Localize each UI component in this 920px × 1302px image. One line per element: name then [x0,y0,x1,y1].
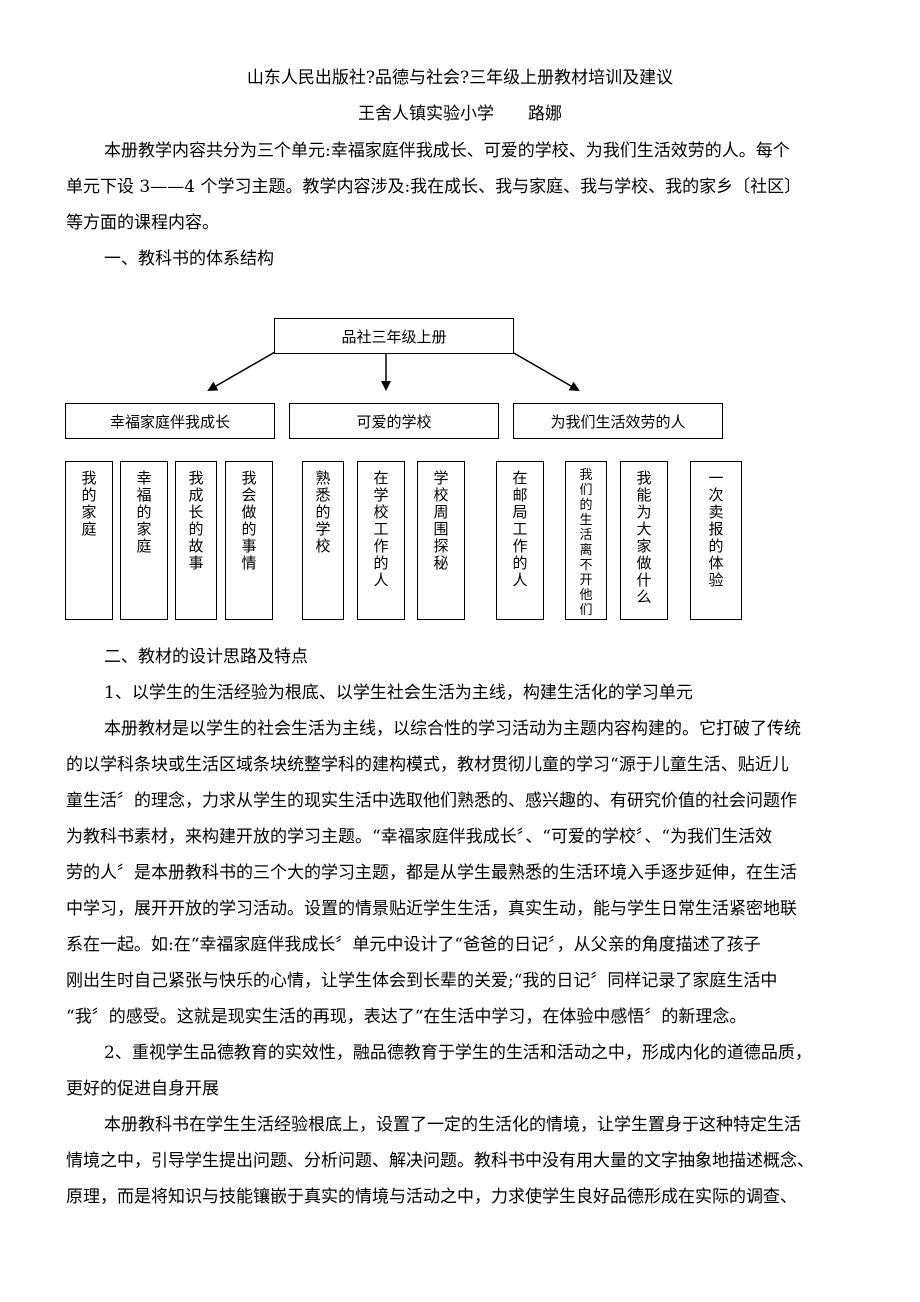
point1-line: 系在一起。如:在“幸福家庭伴我成长〞单元中设计了“爸爸的日记〞，从父亲的角度描述… [66,935,761,955]
topic-box: 在学校工作的人 [357,461,405,620]
point1-line: 为教科书素材，来构建开放的学习主题。“幸福家庭伴我成长〞、“可爱的学校〞、“为我… [66,827,773,847]
topic-box: 我们的生活离不开他们 [565,461,607,620]
point2-line: 原理，而是将知识与技能镶嵌于真实的情境与活动之中，力求使学生良好品德形成在实际的… [66,1187,797,1207]
topic-box: 熟悉的学校 [302,461,344,620]
arrow-left [207,351,276,391]
point1-line: 中学习，展开开放的学习活动。设置的情景贴近学生生活，真实生动，能与学生日常生活紧… [66,899,797,919]
point1-line: 童生活〞的理念，力求从学生的现实生活中选取他们熟悉的、感兴趣的、有研究价值的社会… [66,791,797,811]
root-box: 品社三年级上册 [274,318,514,354]
point2-line: 情境之中，引导学生提出问题、分析问题、解决问题。教科书中没有用大量的文字抽象地描… [66,1151,814,1171]
unit-box-3: 为我们生活效劳的人 [513,403,723,439]
topic-box: 一次卖报的体验 [690,461,742,620]
intro-line-3: 等方面的课程内容。 [66,213,219,233]
topic-box: 我能为大家做什么 [620,461,668,620]
diagram-arrows [207,351,580,391]
topic-box: 幸福的家庭 [120,461,168,620]
point1-line: 劳的人〞是本册教科书的三个大的学习主题，都是从学生最熟悉的生活环境入手逐步延伸，… [66,863,797,883]
intro-line-1: 本册教学内容共分为三个单元:幸福家庭伴我成长、可爱的学校、为我们生活效劳的人。每… [104,141,790,161]
unit-box-2: 可爱的学校 [289,403,499,439]
unit-box-1: 幸福家庭伴我成长 [65,403,275,439]
point1-line: 刚出生时自己紧张与快乐的心情，让学生体会到长辈的关爱;“我的日记〞同样记录了家庭… [66,971,778,991]
topic-box: 我的家庭 [65,461,113,620]
point1-line: 本册教材是以学生的社会生活为主线，以综合性的学习活动为主题内容构建的。它打破了传… [104,719,801,739]
point1-line: 的以学科条块或生活区域条块统整学科的建构模式，教材贯彻儿童的学习“源于儿童生活、… [66,755,789,775]
intro-line-2: 单元下设 3——4 个学习主题。教学内容涉及:我在成长、我与家庭、我与学校、我的… [66,177,802,197]
topic-box: 我会做的事情 [225,461,273,620]
point2-heading-line-1: 2、重视学生品德教育的实效性，融品德教育于学生的生活和活动之中，形成内化的道德品… [104,1043,812,1063]
topic-box: 学校周围探秘 [417,461,465,620]
point2-heading-line-2: 更好的促进自身开展 [66,1079,219,1099]
section2-heading: 二、教材的设计思路及特点 [104,647,308,667]
section1-heading: 一、教科书的体系结构 [104,249,274,269]
topic-box: 我成长的故事 [175,461,217,620]
point1-heading: 1、以学生的生活经验为根底、以学生社会生活为主线，构建生活化的学习单元 [104,683,693,703]
arrow-right [511,351,580,391]
topic-box: 在邮局工作的人 [496,461,544,620]
author-line: 王舍人镇实验小学 路娜 [358,104,562,124]
point2-line: 本册教科书在学生生活经验根底上，设置了一定的生活化的情境，让学生置身于这种特定生… [104,1115,801,1135]
document-title: 山东人民出版社?品德与社会?三年级上册教材培训及建议 [246,68,674,88]
point1-line: “我〞的感受。这就是现实生活的再现，表达了“在生活中学习，在体验中感悟〞的新理念… [66,1007,747,1027]
